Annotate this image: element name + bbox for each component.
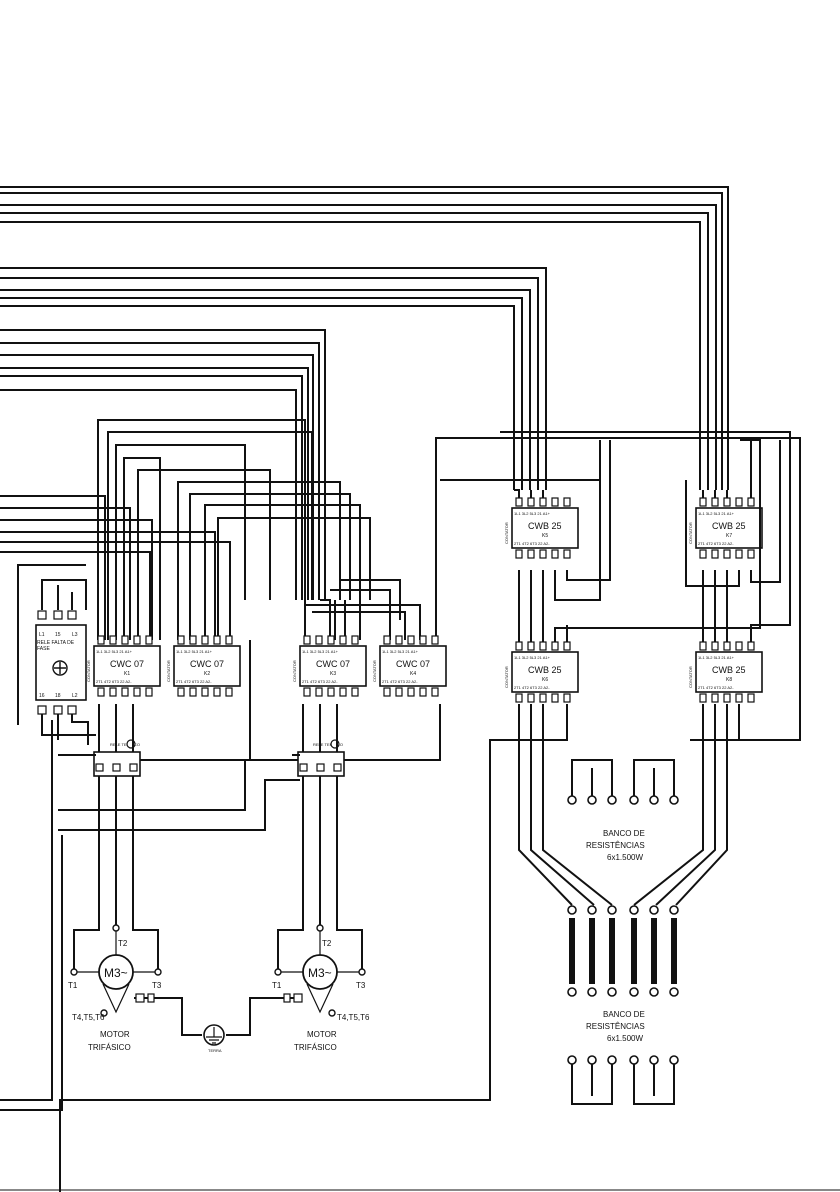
- phase-relay-term-bottom-1: 16: [39, 693, 45, 699]
- bank-1-line2: RESISTÊNCIAS: [586, 841, 645, 850]
- motor-1-caption-1: MOTOR: [100, 1030, 130, 1039]
- bank-2-line3: 6x1.500W: [607, 1034, 643, 1043]
- ground-symbol-icon: [203, 1024, 225, 1046]
- k8-terminals-bottom: 2T1 4T2 6T3 22 A2-: [698, 685, 734, 690]
- k6-terminals-bottom: 2T1 4T2 6T3 22 A2-: [514, 685, 550, 690]
- bank-2-line1: BANCO DE: [603, 1010, 645, 1019]
- k2-model: CWC 07: [190, 659, 224, 669]
- left-feed-wires: [0, 495, 231, 640]
- k4-terminals-top: 1L1 3L2 5L3 21 A1+: [382, 649, 419, 654]
- k5-model: CWB 25: [528, 521, 562, 531]
- contactor-side-labels: CONTATOR CONTATOR CONTATOR CONTATOR CONT…: [86, 522, 693, 688]
- k1-model: CWC 07: [110, 659, 144, 669]
- k1-tag: K1: [124, 671, 130, 677]
- bank-1-line1: BANCO DE: [603, 829, 645, 838]
- k7-terminals-bottom: 2T1 4T2 6T3 22 A2-: [698, 541, 734, 546]
- contactor-side-label: CONTATOR: [86, 660, 91, 682]
- phase-relay-term-top-2: 15: [55, 632, 61, 638]
- resistor-bank-1: BANCO DE RESISTÊNCIAS 6x1.500W: [567, 759, 679, 862]
- k3-tag: K3: [330, 671, 336, 677]
- k8-model: CWB 25: [712, 665, 746, 675]
- k3-terminals-top: 1L1 3L2 5L3 21 A1+: [302, 649, 339, 654]
- resistor-bank-2: BANCO DE RESISTÊNCIAS 6x1.500W: [567, 1010, 679, 1105]
- motor-2-t1: T1: [272, 981, 282, 990]
- contactor-k5: 1L1 3L2 5L3 21 A1+ CWB 25 K5 2T1 4T2 6T3…: [511, 497, 579, 559]
- motor-2-t2: T2: [322, 939, 332, 948]
- contactor-side-label: CONTATOR: [688, 666, 693, 688]
- k6-terminals-top: 1L1 3L2 5L3 21 A1+: [514, 655, 551, 660]
- k4-tag: K4: [410, 671, 416, 677]
- phase-relay-label: RELE FALTA DE FASE: [37, 640, 75, 652]
- contactor-k6: 1L1 3L2 5L3 21 A1+ CWB 25 K6 2T1 4T2 6T3…: [511, 641, 579, 703]
- k7-tag: K7: [726, 533, 732, 539]
- thermal-relay-1-label: RELE TERMICO: [110, 742, 140, 747]
- motor-2-caption-2: TRIFÁSICO: [294, 1043, 337, 1052]
- phase-relay-term-bottom-2: 18: [55, 693, 61, 699]
- contactor-k2: 1L1 3L2 5L3 21 A1+ CWC 07 K2 2T1 4T2 6T3…: [173, 635, 241, 697]
- k8-terminals-top: 1L1 3L2 5L3 21 A1+: [698, 655, 735, 660]
- k2-tag: K2: [204, 671, 210, 677]
- motor-2: M3~ T2 T1 T3 T4,T5,T6 MOTOR TRIFÁSICO: [272, 924, 370, 1052]
- ground-connection: TERRA: [134, 993, 303, 1053]
- motor-1-caption-2: TRIFÁSICO: [88, 1043, 131, 1052]
- phase-relay: L1 15 L3 RELE FALTA DE FASE 16 18 L2: [17, 564, 96, 745]
- k3-terminals-bottom: 2T1 4T2 6T3 22 A2-: [302, 679, 338, 684]
- dial-icon: [52, 660, 68, 676]
- motor-1-star: T4,T5,T6: [72, 1013, 105, 1022]
- thermal-relay-1: RELE TERMICO: [58, 640, 300, 970]
- k7-terminals-top: 1L1 3L2 5L3 21 A1+: [698, 511, 735, 516]
- resistor-array: [567, 905, 679, 997]
- contactor-side-label: CONTATOR: [372, 660, 377, 682]
- motor-2-t3: T3: [356, 981, 366, 990]
- resistor-feed-wires: [59, 704, 740, 1192]
- motor-1-t1: T1: [68, 981, 78, 990]
- bank-2-line2: RESISTÊNCIAS: [586, 1022, 645, 1031]
- contactor-k3: 1L1 3L2 5L3 21 A1+ CWC 07 K3 2T1 4T2 6T3…: [299, 635, 367, 697]
- k3-model: CWC 07: [316, 659, 350, 669]
- thermal-relay-2-label: RELE TERMICO: [313, 742, 343, 747]
- motor-2-star: T4,T5,T6: [337, 1013, 370, 1022]
- k1-terminals-top: 1L1 3L2 5L3 21 A1+: [96, 649, 133, 654]
- contactor-k8: 1L1 3L2 5L3 21 A1+ CWB 25 K8 2T1 4T2 6T3…: [695, 641, 763, 703]
- k2-terminals-bottom: 2T1 4T2 6T3 22 A2-: [176, 679, 212, 684]
- k5-tag: K5: [542, 533, 548, 539]
- motor-1-symbol: M3~: [104, 966, 128, 980]
- k6-tag: K6: [542, 677, 548, 683]
- k8-tag: K8: [726, 677, 732, 683]
- contactor-side-label: CONTATOR: [504, 666, 509, 688]
- k5-k8-wires: [436, 431, 801, 741]
- motor-2-symbol: M3~: [308, 966, 332, 980]
- left-return-wires: [0, 720, 63, 1111]
- contactor-side-label: CONTATOR: [166, 660, 171, 682]
- bank-1-line3: 6x1.500W: [607, 853, 643, 862]
- k4-terminals-bottom: 2T1 4T2 6T3 22 A2-: [382, 679, 418, 684]
- motor-1: M3~ T2 T1 T3 T4,T5,T6 MOTOR TRIFÁSICO: [68, 924, 162, 1052]
- k4-model: CWC 07: [396, 659, 430, 669]
- contactor-side-label: CONTATOR: [292, 660, 297, 682]
- k5-terminals-top: 1L1 3L2 5L3 21 A1+: [514, 511, 551, 516]
- k6-model: CWB 25: [528, 665, 562, 675]
- contactor-side-label: CONTATOR: [688, 522, 693, 544]
- ground-label: TERRA: [208, 1048, 222, 1053]
- phase-relay-term-top-1: L1: [39, 632, 45, 638]
- contactor-k1: 1L1 3L2 5L3 21 A1+ CWC 07 K1 2T1 4T2 6T3…: [93, 635, 161, 697]
- motor-1-t3: T3: [152, 981, 162, 990]
- contactor-k7: 1L1 3L2 5L3 21 A1+ CWB 25 K7 2T1 4T2 6T3…: [695, 497, 763, 559]
- phase-relay-term-bottom-3: L2: [72, 693, 78, 699]
- thermal-relay-2: RELE TERMICO: [277, 704, 441, 970]
- k2-terminals-top: 1L1 3L2 5L3 21 A1+: [176, 649, 213, 654]
- k7-model: CWB 25: [712, 521, 746, 531]
- motor-1-t2: T2: [118, 939, 128, 948]
- motor-2-caption-1: MOTOR: [307, 1030, 337, 1039]
- top-bus-wires: [0, 186, 729, 600]
- phase-relay-term-top-3: L3: [72, 632, 78, 638]
- contactor-k4: 1L1 3L2 5L3 21 A1+ CWC 07 K4 2T1 4T2 6T3…: [379, 635, 447, 697]
- contactor-side-label: CONTATOR: [504, 522, 509, 544]
- k5-terminals-bottom: 2T1 4T2 6T3 22 A2-: [514, 541, 550, 546]
- k1-terminals-bottom: 2T1 4T2 6T3 22 A2-: [96, 679, 132, 684]
